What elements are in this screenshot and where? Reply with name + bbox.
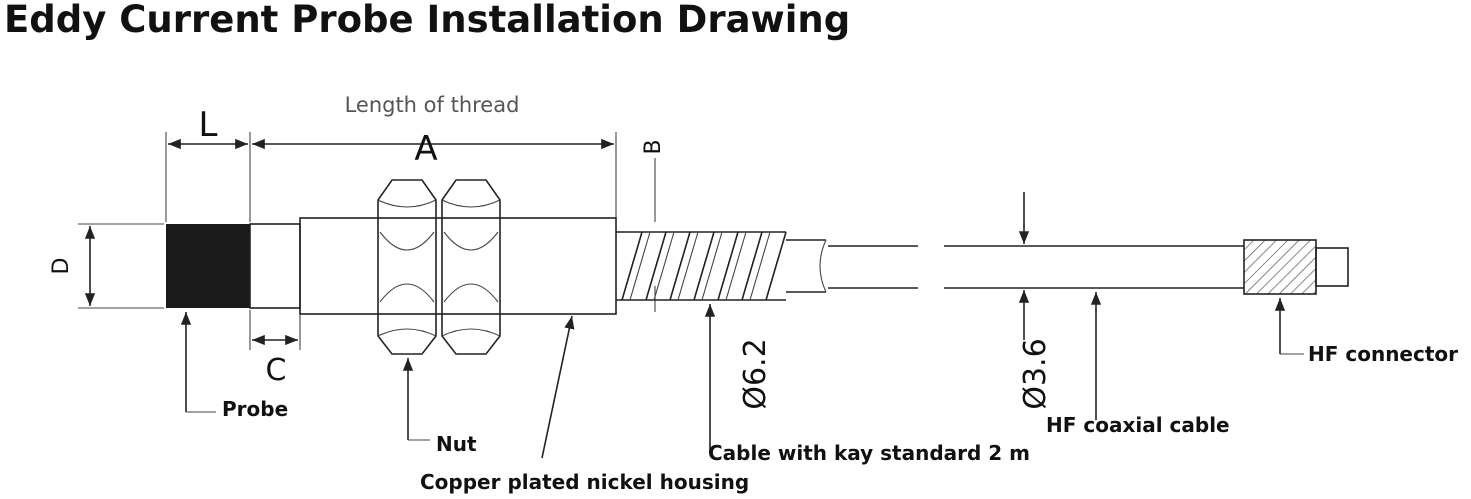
hf-connector-pin [1315, 247, 1349, 287]
dimension-b-label: B [641, 139, 666, 154]
callout-connector: HF connector [1274, 298, 1458, 366]
dimension-d-label: D [49, 258, 74, 275]
callout-cable-label: Cable with kay standard 2 m [708, 441, 1030, 465]
callout-housing-label: Copper plated nickel housing [420, 470, 749, 494]
callout-connector-label: HF connector [1308, 342, 1458, 366]
callout-nut-label: Nut [436, 432, 477, 456]
cable-diameter-label: Ø6.2 [738, 338, 773, 409]
dimension-a-label: A [414, 129, 437, 169]
callout-coax: HF coaxial cable [1046, 292, 1230, 437]
dimension-c: C [249, 310, 301, 388]
callout-probe: Probe [180, 312, 288, 421]
dimension-c-label: C [266, 353, 287, 388]
page-title: Eddy Current Probe Installation Drawing [4, 0, 851, 41]
callout-coax-label: HF coaxial cable [1046, 413, 1230, 437]
callout-nut: Nut [402, 358, 477, 456]
coax-diameter-label: Ø3.6 [1018, 338, 1053, 409]
dimension-l: L [165, 105, 251, 222]
callout-probe-label: Probe [222, 397, 288, 421]
coax-cable [828, 245, 1244, 289]
dimension-d: D [49, 223, 164, 309]
probe-tip [166, 224, 250, 308]
nut-2 [441, 179, 501, 355]
dimension-a: A [252, 129, 617, 222]
probe-collar [249, 223, 301, 309]
thread-length-note: Length of thread [345, 93, 520, 117]
threaded-housing [299, 217, 617, 315]
hf-connector [1243, 239, 1317, 295]
nut-1 [377, 179, 437, 355]
dimension-l-label: L [199, 105, 218, 145]
callout-cable: Cable with kay standard 2 m [704, 304, 1030, 465]
spring-cable [616, 231, 827, 301]
dimension-b: B [641, 139, 666, 312]
callout-housing: Copper plated nickel housing [420, 315, 749, 494]
